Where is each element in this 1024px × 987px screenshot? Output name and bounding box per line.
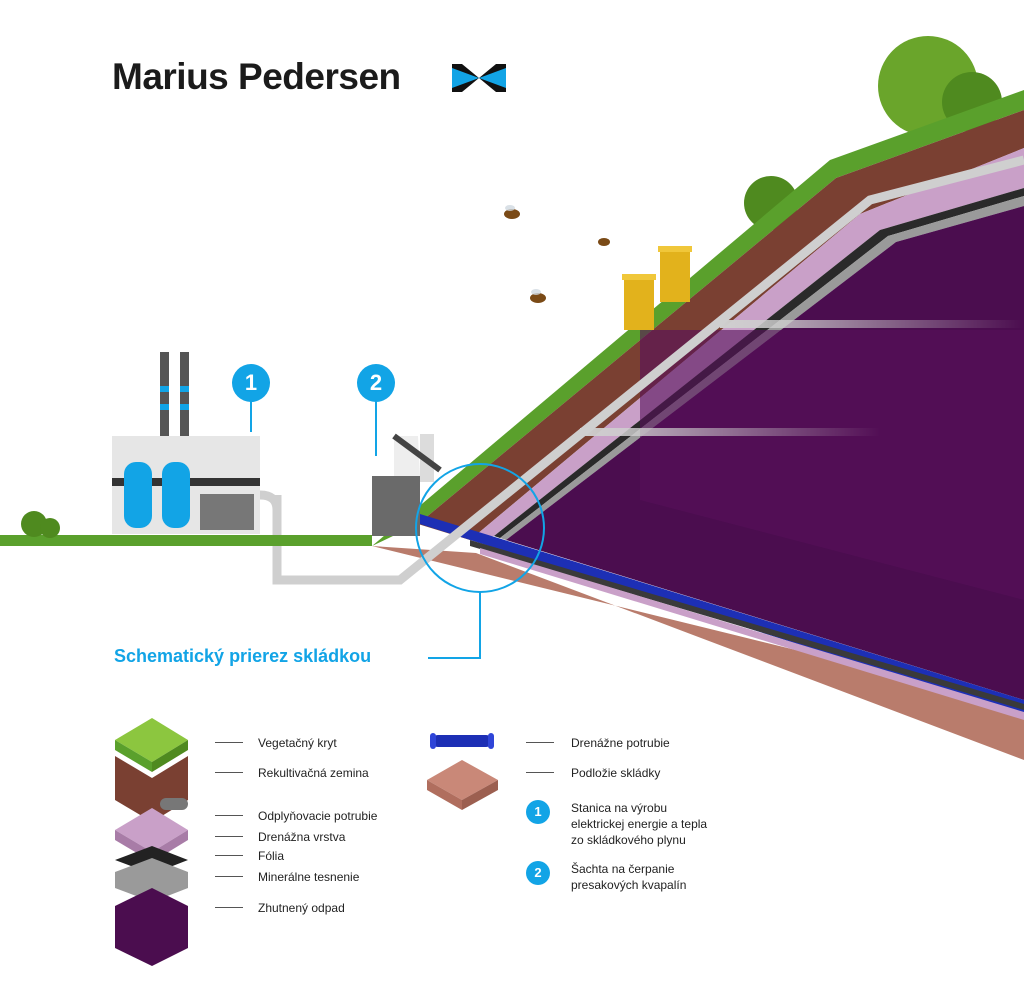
legend-pump-shaft-line1: Šachta na čerpanie: [571, 862, 675, 876]
legend-line: [215, 772, 243, 773]
subsoil-icon: [427, 760, 498, 810]
legend-power-station-line1: Stanica na výrobu: [571, 801, 668, 815]
legend-line: [526, 772, 554, 773]
legend-pump-shaft: Šachta na čerpanie presakových kvapalín: [571, 861, 686, 893]
legend-badge-2: 2: [526, 861, 550, 885]
marker-1-badge: 1: [232, 364, 270, 402]
diagram-title: Schematický prierez skládkou: [114, 646, 372, 666]
legend-vegetation: Vegetačný kryt: [258, 736, 337, 750]
power-station: [112, 352, 282, 534]
legend-line: [526, 742, 554, 743]
highlight-callout: [415, 463, 545, 659]
legend-drainage-layer: Drenážna vrstva: [258, 830, 346, 844]
legend-subsoil: Podložie skládky: [571, 766, 661, 780]
legend-pump-shaft-line2: presakových kvapalín: [571, 878, 687, 892]
legend-mineral-seal: Minerálne tesnenie: [258, 870, 360, 884]
legend-reclamation-soil: Rekultivačná zemina: [258, 766, 369, 780]
legend-line: [215, 855, 243, 856]
legend-line: [215, 836, 243, 837]
beehives: [622, 246, 692, 330]
legend-line: [215, 742, 243, 743]
legend-degassing-pipe: Odplyňovacie potrubie: [258, 809, 378, 823]
legend-badge-1: 1: [526, 800, 550, 824]
legend-foil: Fólia: [258, 849, 285, 863]
legend-power-station-line2: elektrickej energie a tepla: [571, 817, 708, 831]
legend-line: [215, 815, 243, 816]
marker-2-badge: 2: [357, 364, 395, 402]
bee-icon: [504, 205, 610, 303]
ground-line: [0, 535, 372, 546]
legend-power-station: Stanica na výrobu elektrickej energie a …: [571, 800, 707, 848]
landfill-mound: [372, 90, 1024, 760]
legend-drain-pipe: Drenážne potrubie: [571, 736, 670, 750]
brand-logo-icon: [452, 64, 506, 92]
legend-power-station-line3: zo skládkového plynu: [571, 833, 686, 847]
legend-line: [215, 907, 243, 908]
brand-name: Marius Pedersen: [112, 56, 401, 97]
degassing-pipes: [272, 155, 1024, 585]
pump-shaft: [372, 433, 442, 536]
legend-line: [215, 876, 243, 877]
drain-pipe-icon: [430, 733, 494, 749]
legend-stack: [115, 718, 188, 966]
legend-compacted-waste: Zhutnený odpad: [258, 901, 345, 915]
bush: [21, 511, 60, 538]
